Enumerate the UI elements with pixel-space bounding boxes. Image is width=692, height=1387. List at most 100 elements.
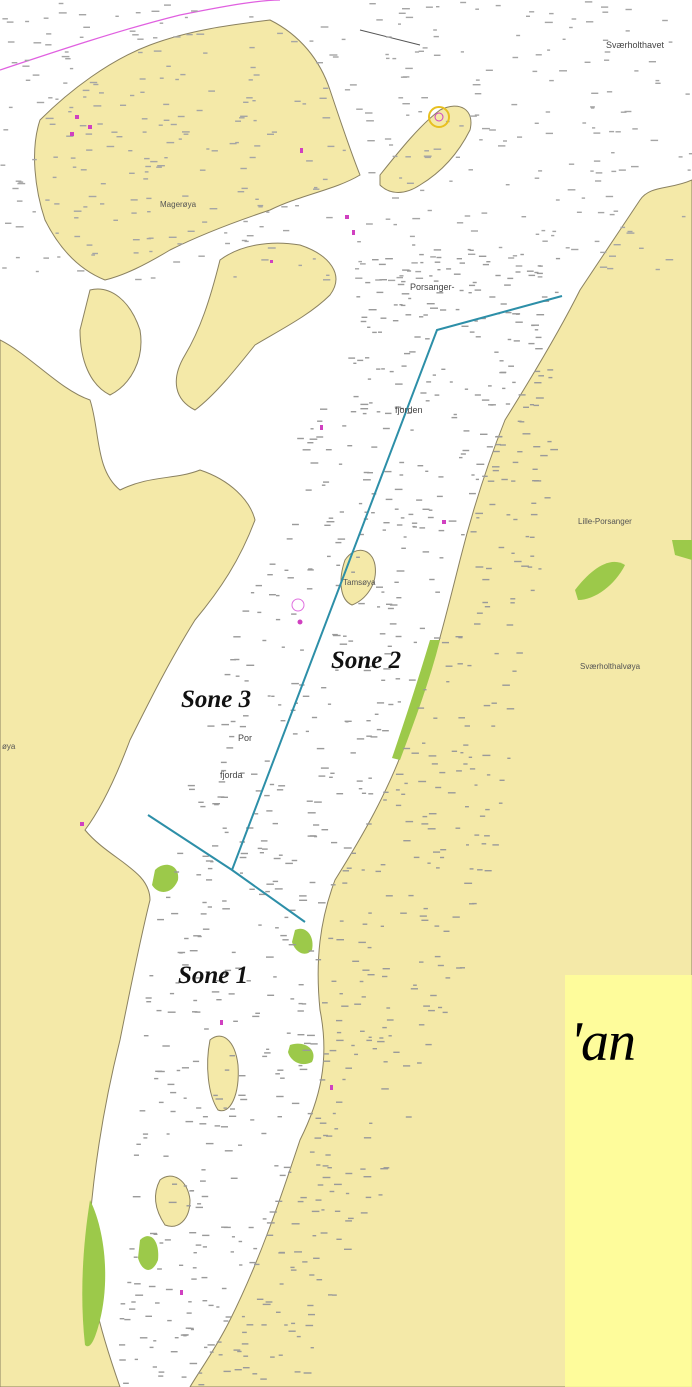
- depth-sounding: [278, 854, 283, 856]
- depth-sounding: [545, 132, 553, 135]
- depth-sounding: [319, 97, 327, 99]
- depth-sounding: [288, 944, 296, 946]
- depth-sounding: [625, 8, 632, 11]
- depth-sounding: [291, 40, 298, 43]
- depth-sounding: [202, 1234, 210, 1237]
- depth-sounding: [261, 259, 269, 261]
- depth-sounding: [511, 480, 516, 482]
- depth-sounding: [106, 145, 115, 148]
- depth-sounding: [266, 1048, 270, 1050]
- depth-sounding: [428, 755, 437, 757]
- depth-sounding: [419, 527, 426, 529]
- depth-sounding: [307, 1112, 313, 1115]
- depth-sounding: [233, 1020, 238, 1022]
- depth-sounding: [482, 127, 490, 130]
- depth-sounding: [440, 856, 445, 859]
- depth-sounding: [452, 916, 460, 918]
- depth-sounding: [157, 918, 164, 921]
- depth-sounding: [223, 1107, 227, 1109]
- depth-sounding: [385, 36, 392, 38]
- depth-sounding: [396, 570, 405, 572]
- depth-sounding: [366, 735, 372, 737]
- depth-sounding: [412, 217, 421, 220]
- depth-sounding: [286, 538, 293, 540]
- depth-sounding: [336, 1101, 343, 1103]
- depth-sounding: [399, 407, 404, 410]
- depth-sounding: [423, 1005, 430, 1007]
- depth-sounding: [139, 1110, 146, 1112]
- depth-sounding: [439, 557, 444, 559]
- depth-sounding: [456, 770, 462, 772]
- depth-sounding: [469, 492, 476, 495]
- depth-sounding: [433, 717, 438, 719]
- depth-sounding: [441, 641, 449, 644]
- depth-sounding: [170, 123, 177, 126]
- depth-sounding: [153, 50, 162, 52]
- depth-sounding: [189, 1362, 198, 1365]
- depth-sounding: [555, 257, 561, 260]
- depth-sounding: [306, 800, 313, 802]
- depth-sounding: [379, 1037, 384, 1039]
- depth-sounding: [185, 1120, 194, 1123]
- depth-sounding: [481, 399, 490, 401]
- depth-sounding: [515, 271, 521, 273]
- depth-sounding: [453, 413, 457, 416]
- depth-sounding: [99, 92, 104, 94]
- depth-sounding: [170, 1110, 176, 1113]
- depth-sounding: [547, 369, 554, 371]
- depth-sounding: [386, 57, 390, 60]
- depth-sounding: [262, 1055, 268, 1058]
- depth-sounding: [130, 199, 138, 201]
- marsh-west-shore: [152, 864, 179, 892]
- depth-sounding: [469, 284, 476, 287]
- depth-sounding: [224, 232, 228, 234]
- depth-sounding: [163, 103, 170, 106]
- depth-sounding: [411, 522, 418, 524]
- depth-sounding: [394, 581, 399, 583]
- depth-sounding: [85, 133, 93, 135]
- depth-sounding: [352, 960, 360, 962]
- place-svaerholthalvoya: Sværholthalvøya: [580, 662, 641, 671]
- depth-sounding: [230, 1251, 234, 1253]
- depth-sounding: [342, 1078, 346, 1081]
- depth-sounding: [115, 15, 119, 17]
- depth-sounding: [255, 198, 259, 200]
- depth-sounding: [505, 311, 512, 314]
- depth-sounding: [344, 720, 352, 722]
- depth-sounding: [348, 1217, 354, 1220]
- depth-sounding: [498, 246, 503, 249]
- depth-sounding: [402, 8, 410, 10]
- place-lille-porsanger: Lille-Porsanger: [578, 517, 632, 526]
- depth-sounding: [336, 1039, 344, 1042]
- depth-sounding: [169, 992, 175, 995]
- boundary-sone1-divider: [147, 814, 306, 923]
- depth-sounding: [381, 368, 385, 370]
- depth-sounding: [323, 1060, 331, 1062]
- depth-sounding: [329, 54, 338, 56]
- depth-sounding: [602, 39, 609, 41]
- depth-sounding: [129, 1248, 135, 1250]
- depth-sounding: [525, 535, 530, 538]
- depth-sounding: [467, 664, 472, 667]
- depth-sounding: [143, 178, 149, 180]
- depth-sounding: [151, 10, 160, 12]
- depth-sounding: [317, 1184, 324, 1186]
- depth-sounding: [547, 49, 551, 51]
- depth-sounding: [365, 112, 373, 114]
- depth-sounding: [298, 984, 304, 986]
- depth-sounding: [189, 788, 195, 791]
- depth-sounding: [175, 78, 179, 81]
- marsh-east-shore: [392, 640, 440, 760]
- depth-sounding: [599, 266, 608, 268]
- depth-sounding: [291, 1223, 300, 1225]
- depth-sounding: [97, 123, 103, 125]
- depth-sounding: [458, 717, 465, 719]
- depth-sounding: [368, 912, 372, 914]
- depth-sounding: [235, 967, 241, 969]
- depth-sounding: [427, 862, 431, 864]
- depth-sounding: [214, 803, 219, 806]
- depth-sounding: [192, 1060, 200, 1063]
- depth-sounding: [195, 1206, 203, 1209]
- place-left-edge: øya: [2, 742, 16, 751]
